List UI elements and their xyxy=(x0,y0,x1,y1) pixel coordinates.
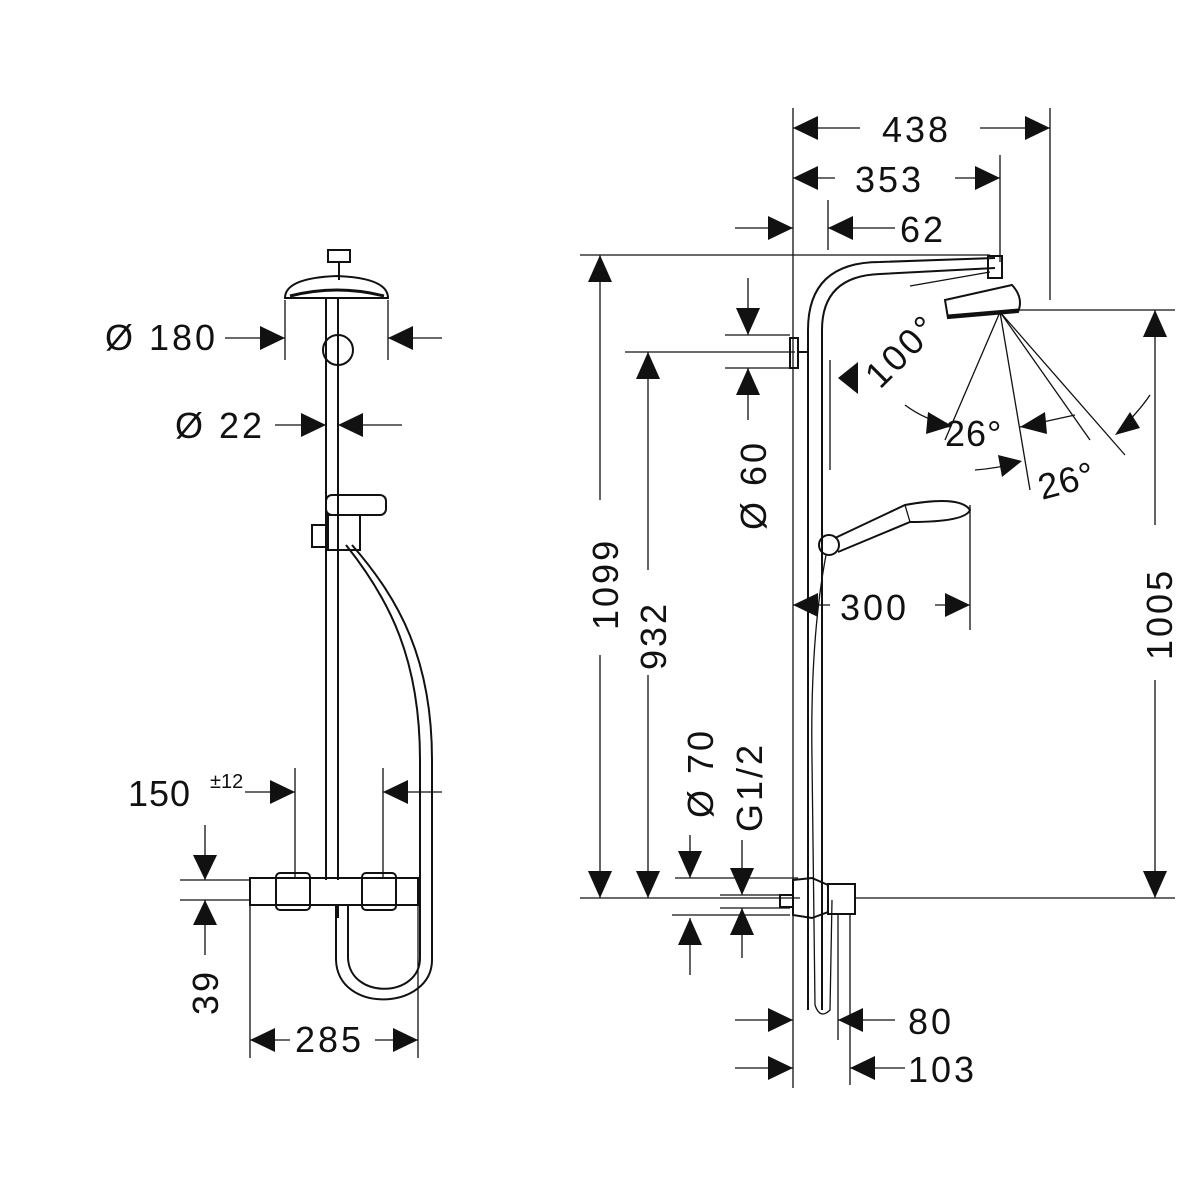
side-view: 438 353 62 100° xyxy=(580,108,1180,1090)
dim-mixer-width: 285 xyxy=(295,1019,364,1060)
dim-rail-diameter: Ø 22 xyxy=(175,405,265,446)
wall-bracket xyxy=(322,334,354,366)
dim-head-diameter: Ø 180 xyxy=(105,317,218,358)
dim-mixer-depth-total: 103 xyxy=(908,1049,977,1090)
thermostat-mixer xyxy=(249,877,419,906)
dim-head-height: 1005 xyxy=(1139,568,1180,660)
hand-shower-hose xyxy=(811,554,833,1015)
wall-bracket-side xyxy=(789,337,799,369)
dim-mixer-depth: 80 xyxy=(908,1001,954,1042)
dim-arm-projection: 353 xyxy=(855,159,924,200)
dim-spray-angle-2: 26° xyxy=(1033,453,1099,507)
dim-bracket-height: 932 xyxy=(633,601,674,670)
dim-total-height: 1099 xyxy=(585,538,626,630)
overhead-shower xyxy=(283,274,390,299)
soap-dish xyxy=(325,494,387,516)
hand-shower-holder xyxy=(327,514,361,551)
dim-hand-shower-length: 300 xyxy=(840,587,909,628)
overhead-shower-side xyxy=(943,283,1021,320)
head-nipple xyxy=(327,249,351,263)
dim-centers: 150 xyxy=(128,773,191,814)
dim-wall-to-rail: 62 xyxy=(900,209,946,250)
dim-connection-thread: G1/2 xyxy=(729,742,770,832)
dim-escutcheon-diameter: Ø 70 xyxy=(680,728,721,818)
dim-spray-angle-1: 26° xyxy=(945,413,1002,454)
dim-mixer-height: 39 xyxy=(185,969,226,1015)
hand-shower-side xyxy=(834,500,972,553)
shower-hose xyxy=(335,544,433,1001)
dim-bracket-diameter: Ø 60 xyxy=(733,440,774,530)
shower-arm xyxy=(807,257,996,1010)
dim-centers-tolerance: ±12 xyxy=(210,771,243,793)
front-view: Ø 180 Ø 22 150 ±12 39 285 xyxy=(105,249,442,1060)
dim-arm-angle: 100° xyxy=(857,306,947,396)
dim-total-projection: 438 xyxy=(882,109,951,150)
